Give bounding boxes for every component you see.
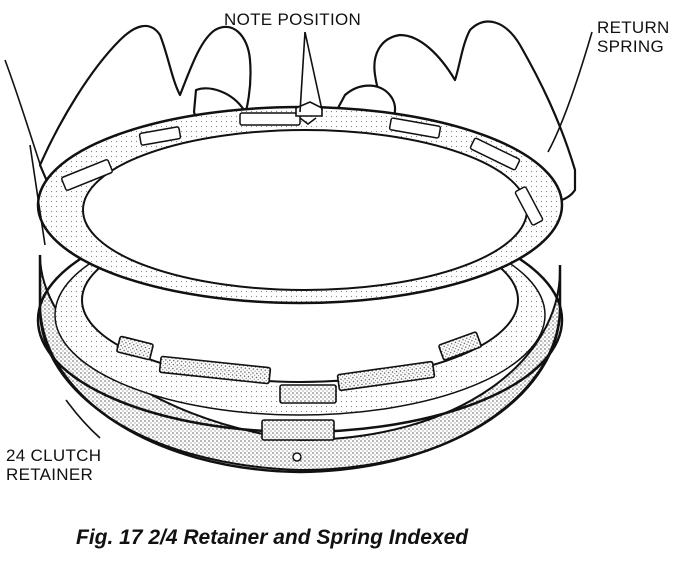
return-spring-label-line-1: RETURN (597, 18, 670, 37)
return-spring-label-line-2: SPRING (597, 37, 664, 56)
figure-caption: Fig. 17 2/4 Retainer and Spring Indexed (76, 526, 469, 549)
return-spring-label: RETURN SPRING (597, 18, 670, 56)
clutch-retainer-label-line-1: 24 CLUTCH (6, 446, 102, 465)
clutch-retainer-label-line-2: RETAINER (6, 465, 94, 484)
return-spring (36, 101, 564, 305)
note-position-label: NOTE POSITION (224, 10, 362, 29)
leader-lines (4, 31, 593, 439)
clutch-retainer-label: 24 CLUTCH RETAINER (6, 446, 101, 484)
